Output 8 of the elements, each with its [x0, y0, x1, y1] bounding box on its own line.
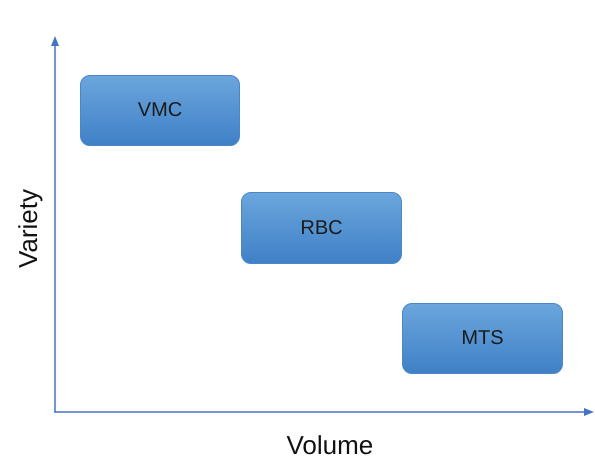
box-label: MTS — [461, 327, 504, 350]
process-box — [80, 75, 240, 146]
box-label: VMC — [138, 99, 182, 122]
process-box — [402, 303, 563, 374]
axis-title: Volume — [286, 430, 374, 459]
process-box — [241, 192, 402, 264]
box-label: RBC — [300, 216, 343, 240]
axis-title: Variety — [12, 188, 44, 268]
